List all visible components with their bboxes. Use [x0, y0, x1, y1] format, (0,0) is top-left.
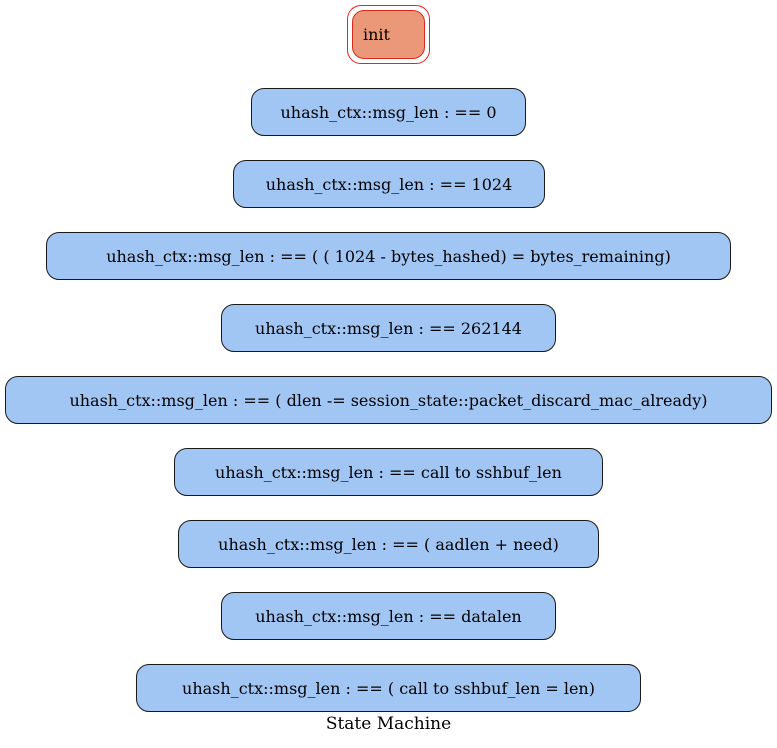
state-node: uhash_ctx::msg_len : == 262144: [221, 304, 556, 352]
state-label: uhash_ctx::msg_len : == ( call to sshbuf…: [182, 678, 595, 698]
state-label: uhash_ctx::msg_len : == 262144: [255, 318, 522, 338]
state-label: uhash_ctx::msg_len : == call to sshbuf_l…: [215, 462, 562, 482]
state-node: uhash_ctx::msg_len : == datalen: [221, 592, 556, 640]
state-label: uhash_ctx::msg_len : == ( ( 1024 - bytes…: [106, 246, 671, 266]
init-state-node: init: [352, 10, 425, 59]
state-node: uhash_ctx::msg_len : == 0: [251, 88, 526, 136]
diagram-caption: State Machine: [325, 714, 452, 734]
init-state-outer-border: [347, 5, 430, 64]
state-node: uhash_ctx::msg_len : == ( call to sshbuf…: [136, 664, 641, 712]
state-node: uhash_ctx::msg_len : == 1024: [233, 160, 545, 208]
state-label: uhash_ctx::msg_len : == 1024: [265, 174, 513, 194]
state-node: uhash_ctx::msg_len : == ( ( 1024 - bytes…: [46, 232, 731, 280]
state-label: uhash_ctx::msg_len : == ( aadlen + need): [218, 534, 559, 554]
state-label: uhash_ctx::msg_len : == 0: [280, 102, 497, 122]
init-state-label: init: [363, 25, 390, 44]
state-node: uhash_ctx::msg_len : == call to sshbuf_l…: [174, 448, 603, 496]
state-node: uhash_ctx::msg_len : == ( aadlen + need): [178, 520, 599, 568]
state-node: uhash_ctx::msg_len : == ( dlen -= sessio…: [5, 376, 772, 424]
state-label: uhash_ctx::msg_len : == ( dlen -= sessio…: [69, 390, 708, 410]
state-label: uhash_ctx::msg_len : == datalen: [255, 606, 522, 626]
